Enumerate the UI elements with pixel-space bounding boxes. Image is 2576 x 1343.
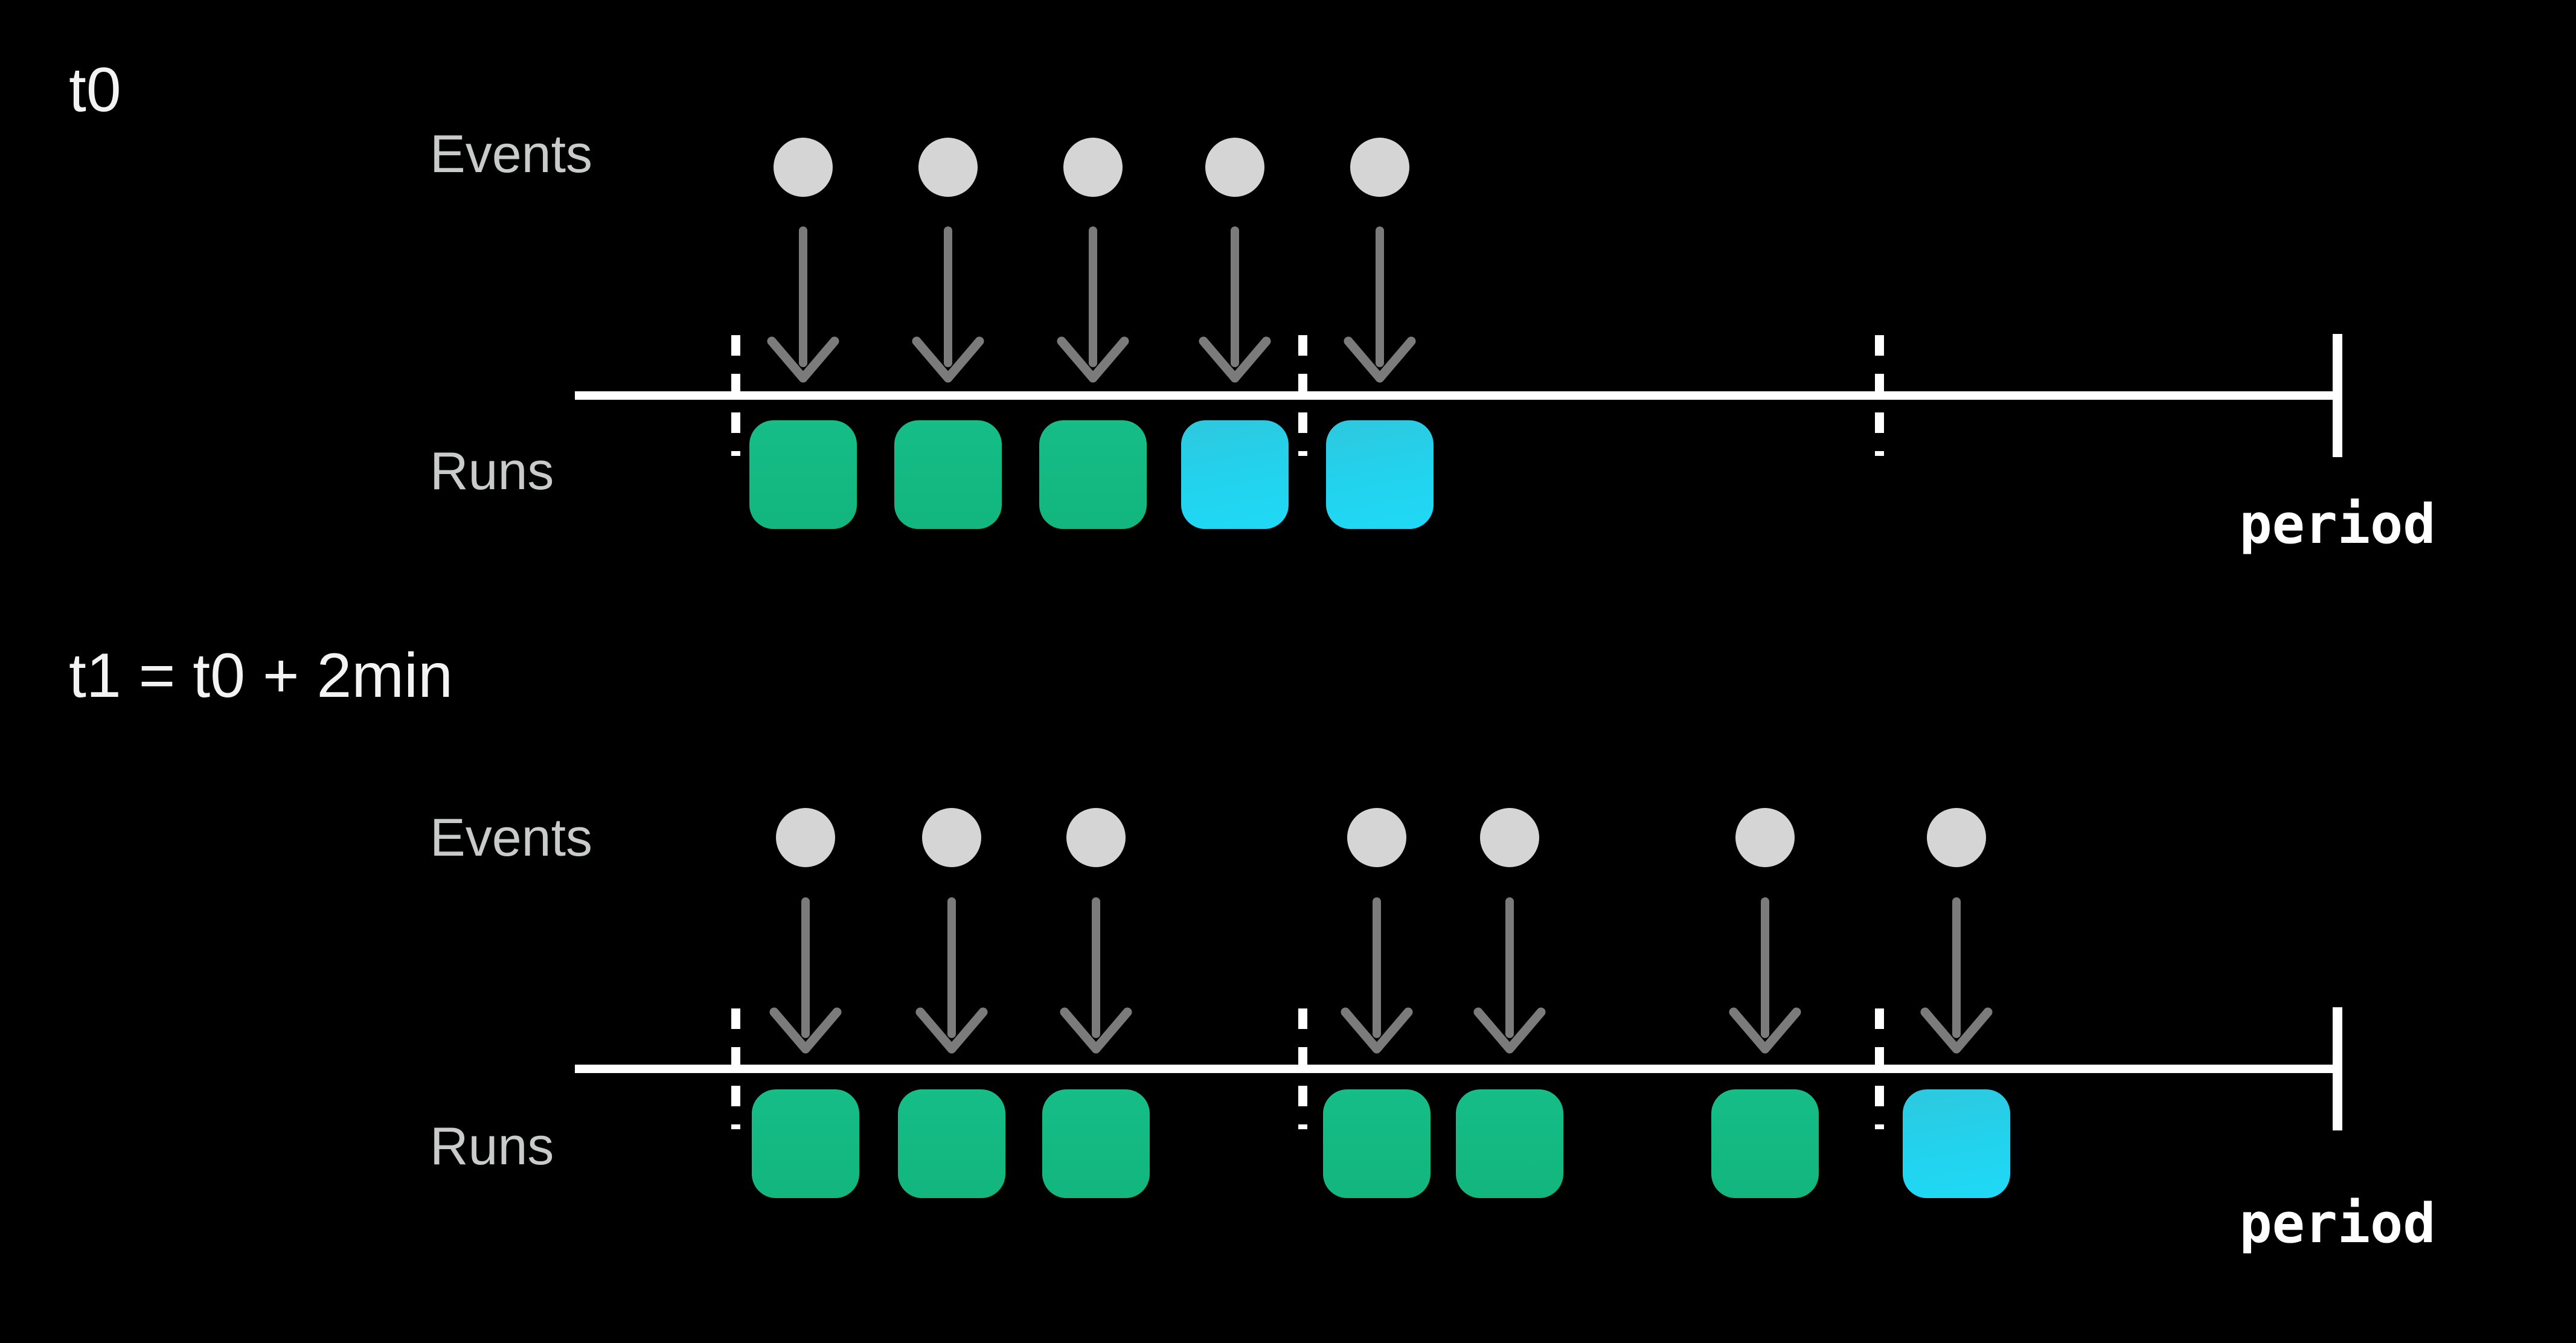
down-arrow-icon bbox=[912, 226, 984, 389]
period-boundary-dashed-line bbox=[1298, 1008, 1307, 1129]
down-arrow-icon bbox=[1729, 897, 1801, 1060]
down-arrow-icon bbox=[1344, 226, 1416, 389]
down-arrow-icon bbox=[1920, 897, 1993, 1060]
period-end-tick-icon bbox=[2333, 1007, 2342, 1130]
down-arrow-icon bbox=[767, 226, 839, 389]
events-row-label: Events bbox=[430, 807, 593, 867]
down-arrow-icon bbox=[1473, 897, 1546, 1060]
period-boundary-dashed-line bbox=[731, 335, 740, 456]
period-boundary-dashed-line bbox=[1298, 335, 1307, 456]
down-arrow-icon bbox=[1057, 226, 1129, 389]
run-square-green bbox=[894, 420, 1002, 529]
event-dot-icon bbox=[1350, 138, 1409, 197]
run-square-green bbox=[749, 420, 857, 529]
timeline-axis bbox=[575, 1065, 2342, 1073]
event-dot-icon bbox=[1927, 808, 1986, 867]
event-dot-icon bbox=[776, 808, 835, 867]
event-dot-icon bbox=[1063, 138, 1123, 197]
period-end-tick-icon bbox=[2333, 334, 2342, 457]
period-boundary-dashed-line bbox=[1875, 1008, 1884, 1129]
event-dot-icon bbox=[918, 138, 978, 197]
run-square-green bbox=[898, 1089, 1005, 1198]
run-square-green bbox=[1039, 420, 1147, 529]
section-title-t1: t1 = t0 + 2min bbox=[69, 641, 453, 711]
down-arrow-icon bbox=[1060, 897, 1132, 1060]
runs-row-label: Runs bbox=[430, 1116, 554, 1176]
down-arrow-icon bbox=[1341, 897, 1413, 1060]
event-dot-icon bbox=[1347, 808, 1406, 867]
run-square-green bbox=[1711, 1089, 1819, 1198]
event-dot-icon bbox=[774, 138, 833, 197]
timeline-axis bbox=[575, 391, 2342, 400]
event-dot-icon bbox=[1480, 808, 1539, 867]
run-square-cyan bbox=[1903, 1089, 2010, 1198]
down-arrow-icon bbox=[915, 897, 988, 1060]
period-boundary-dashed-line bbox=[731, 1008, 740, 1129]
event-dot-icon bbox=[1066, 808, 1126, 867]
down-arrow-icon bbox=[1199, 226, 1271, 389]
section-title-t0: t0 bbox=[69, 55, 121, 125]
period-boundary-dashed-line bbox=[1875, 335, 1884, 456]
event-dot-icon bbox=[1735, 808, 1795, 867]
event-dot-icon bbox=[1205, 138, 1264, 197]
period-label: period bbox=[2239, 493, 2436, 556]
events-row-label: Events bbox=[430, 124, 593, 184]
runs-row-label: Runs bbox=[430, 441, 554, 501]
run-square-green bbox=[752, 1089, 859, 1198]
run-square-green bbox=[1323, 1089, 1431, 1198]
run-square-cyan bbox=[1181, 420, 1289, 529]
run-square-cyan bbox=[1326, 420, 1434, 529]
period-label: period bbox=[2239, 1192, 2436, 1255]
down-arrow-icon bbox=[769, 897, 842, 1060]
event-dot-icon bbox=[922, 808, 981, 867]
run-square-green bbox=[1456, 1089, 1563, 1198]
run-square-green bbox=[1042, 1089, 1150, 1198]
